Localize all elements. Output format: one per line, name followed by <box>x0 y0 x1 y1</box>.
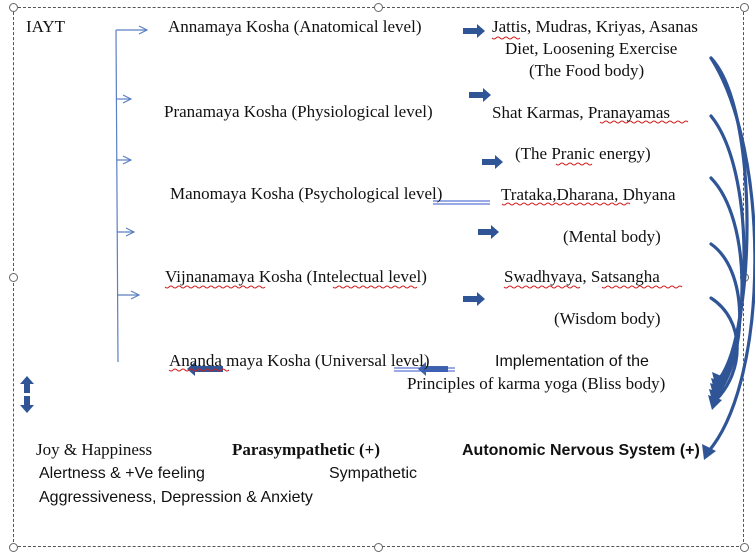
sympathetic-label: Sympathetic <box>329 465 418 482</box>
joy-happiness: Joy & Happiness <box>36 440 153 459</box>
resize-handle-top-center[interactable] <box>374 3 383 12</box>
resize-handle-bottom-left[interactable] <box>9 543 18 552</box>
practices-manomaya: Trataka,Dharana, Dhyana <box>501 185 676 204</box>
kosha-vijnanamaya: Vijnanamaya Kosha (Intelectual level) <box>165 267 427 286</box>
resize-handle-bottom-center[interactable] <box>374 543 383 552</box>
kosha-annamaya: Annamaya Kosha (Anatomical level) <box>168 17 422 36</box>
resize-handle-top-left[interactable] <box>9 3 18 12</box>
block-arrows <box>20 24 503 413</box>
kosha-manomaya: Manomaya Kosha (Psychological level) <box>170 184 443 203</box>
body-annamaya: (The Food body) <box>529 61 645 80</box>
body-pranamaya: (The Pranic energy) <box>515 144 651 163</box>
resize-handle-bottom-right[interactable] <box>740 543 749 552</box>
kosha-pranamaya: Pranamaya Kosha (Physiological level) <box>164 102 433 121</box>
kosha-ananda: Ananda maya Kosha (Universal level) <box>169 351 430 370</box>
practices-ananda-line1: Implementation of the <box>495 353 649 370</box>
body-vijnanamaya: (Wisdom body) <box>554 309 661 328</box>
bracket-connector <box>115 30 147 363</box>
practices-annamaya-line2: Diet, Loosening Exercise <box>505 39 678 58</box>
ans-label: Autonomic Nervous System (+) <box>462 442 700 459</box>
alertness-label: Alertness & +Ve feeling <box>39 465 205 482</box>
spellcheck-underlines <box>164 36 689 372</box>
grammar-underlines <box>394 200 490 372</box>
practices-ananda-line2: Principles of karma yoga (Bliss body) <box>407 374 666 393</box>
practices-vijnanamaya: Swadhyaya, Satsangha <box>504 267 660 286</box>
practices-pranamaya: Shat Karmas, Pranayamas <box>492 103 670 122</box>
negative-emotions-label: Aggressiveness, Depression & Anxiety <box>39 489 313 506</box>
resize-handle-middle-left[interactable] <box>9 273 18 282</box>
diagram-title: IAYT <box>26 17 66 36</box>
parasympathetic-label: Parasympathetic (+) <box>232 440 381 459</box>
body-manomaya: (Mental body) <box>563 227 661 246</box>
resize-handle-top-right[interactable] <box>740 3 749 12</box>
practices-annamaya-line1: Jattis, Mudras, Kriyas, Asanas <box>492 17 698 36</box>
curved-arrow-heads <box>702 372 726 460</box>
